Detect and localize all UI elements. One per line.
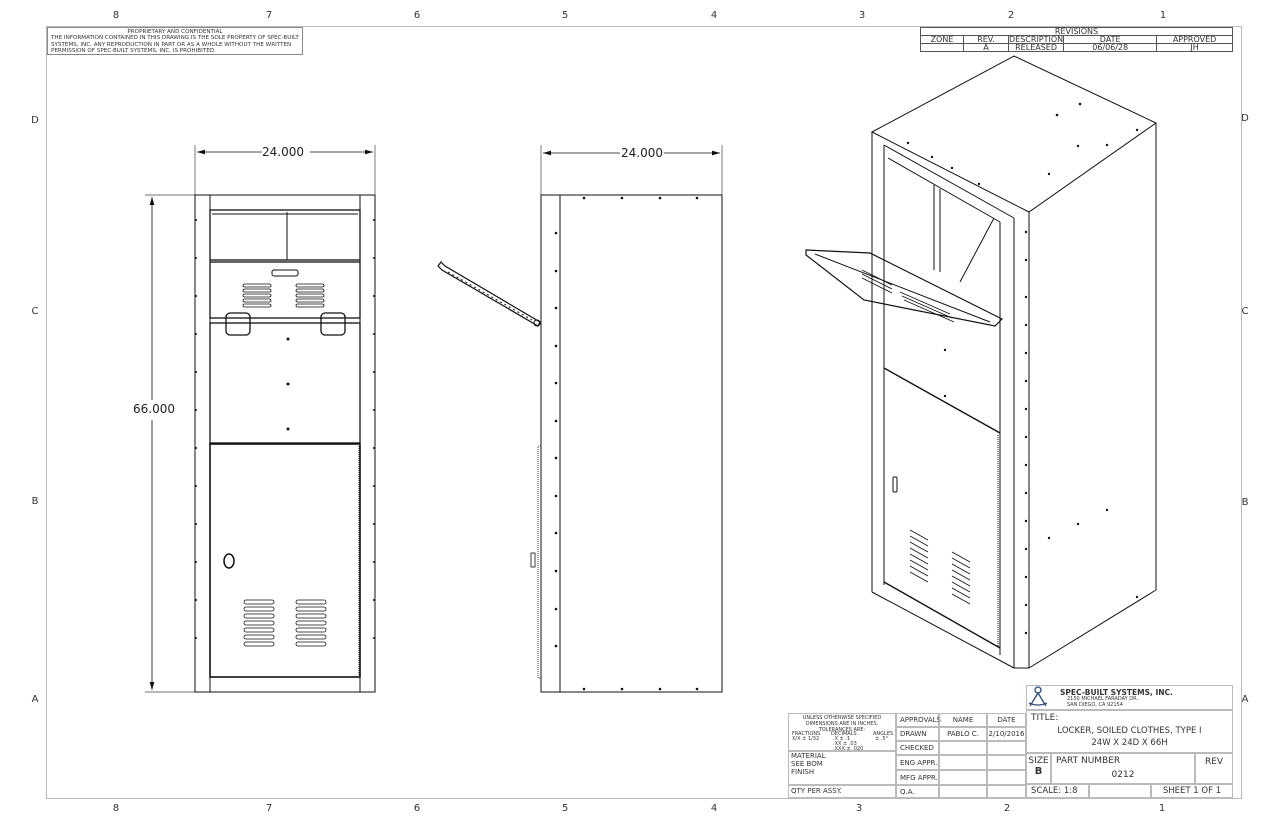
- approval-role-checked: CHECKED: [896, 741, 939, 755]
- zone-bottom-2: 2: [1003, 803, 1011, 814]
- drawing-title-line-1: LOCKER, SOILED CLOTHES, TYPE I: [1057, 726, 1202, 736]
- approval-date-qa: [987, 785, 1026, 798]
- front-view: [145, 145, 376, 693]
- zone-top-2: 2: [1007, 10, 1015, 21]
- isometric-louvers: [861, 269, 971, 605]
- approval-role-qa: Q.A.: [896, 785, 939, 798]
- dim-front-width: 24.000: [262, 145, 304, 159]
- company-address-2: SAN DIEGO, CA 92154: [1067, 702, 1123, 708]
- approval-name-checked: [939, 741, 987, 755]
- rev-box: REV: [1195, 753, 1233, 784]
- zone-top-5: 5: [561, 10, 569, 21]
- proprietary-notice: PROPRIETARY AND CONFIDENTIAL THE INFORMA…: [47, 27, 303, 55]
- material-value: SEE BOM: [791, 760, 823, 768]
- material-label: MATERIAL: [791, 752, 826, 760]
- decimals-label: DECIMALS: [831, 731, 857, 737]
- angles-value: ± .5°: [875, 736, 889, 742]
- zone-top-6: 6: [413, 10, 421, 21]
- approval-name-qa: [939, 785, 987, 798]
- zone-bottom-4: 4: [710, 803, 718, 814]
- title-box: TITLE: LOCKER, SOILED CLOTHES, TYPE I 24…: [1026, 710, 1233, 753]
- decimals-xxx: .XXX ± .020: [833, 746, 864, 752]
- rev-date: 06/06/28: [1063, 43, 1158, 52]
- drawing-border: [46, 26, 1242, 799]
- zone-right-A: A: [1241, 694, 1249, 705]
- approval-date-mfg: [987, 770, 1026, 785]
- part-number-box: PART NUMBER 0212: [1051, 753, 1195, 784]
- title-block: UNLESS OTHERWISE SPECIFIED DIMENSIONS AR…: [788, 685, 1233, 798]
- side-view: [437, 145, 723, 693]
- revisions-table: REVISIONS ZONE REV. DESCRIPTION DATE APP…: [920, 27, 1233, 52]
- approval-date-checked: [987, 741, 1026, 755]
- approvals-header: APPROVALS: [896, 713, 941, 727]
- fractions-label: FRACTIONS: [792, 731, 821, 737]
- part-number-value: 0212: [1111, 770, 1135, 780]
- isometric-rivets: [906, 102, 1139, 635]
- qty-label: QTY PER ASSY.: [788, 785, 896, 798]
- angles-label: ANGLES: [873, 731, 894, 737]
- proprietary-title: PROPRIETARY AND CONFIDENTIAL: [127, 29, 223, 35]
- scale-value: SCALE: 1:8: [1026, 784, 1089, 798]
- rev-label: REV: [1204, 757, 1224, 767]
- material-block: MATERIAL SEE BOM FINISH: [788, 751, 896, 785]
- tolerance-block: UNLESS OTHERWISE SPECIFIED DIMENSIONS AR…: [788, 713, 896, 752]
- company-address-1: 2150 MICHAEL FARADAY DR.: [1067, 696, 1139, 702]
- decimals-xx: .XX ± .03: [833, 741, 857, 747]
- date-header: DATE: [987, 713, 1026, 727]
- zone-top-3: 3: [858, 10, 866, 21]
- zone-top-8: 8: [112, 10, 120, 21]
- name-header: NAME: [939, 713, 987, 727]
- sheet-value: SHEET 1 OF 1: [1151, 784, 1233, 798]
- approval-name-drawn: PABLO C.: [939, 727, 987, 741]
- approval-role-mfg: MFG APPR.: [896, 770, 939, 785]
- rev-approved: JH: [1156, 43, 1233, 52]
- rev-description: RELEASED: [1007, 43, 1065, 52]
- company-name: SPEC-BUILT SYSTEMS, INC.: [1060, 688, 1173, 697]
- part-number-label: PART NUMBER: [1056, 756, 1121, 766]
- front-view-rivets: [195, 219, 375, 639]
- isometric-view: [805, 55, 1157, 669]
- approval-role-drawn: DRAWN: [896, 727, 939, 741]
- company-logo-icon: [1028, 686, 1048, 707]
- revision-row: A RELEASED 06/06/28 JH: [920, 43, 1233, 52]
- zone-bottom-5: 5: [561, 803, 569, 814]
- drawing-title-line-2: 24W X 24D X 66H: [1091, 738, 1168, 748]
- approval-name-mfg: [939, 770, 987, 785]
- dim-side-depth: 24.000: [621, 146, 663, 160]
- size-value: B: [1034, 766, 1043, 777]
- zone-left-B: B: [31, 496, 39, 507]
- zone-bottom-3: 3: [855, 803, 863, 814]
- approval-name-eng: [939, 755, 987, 770]
- proprietary-line-1: THE INFORMATION CONTAINED IN THIS DRAWIN…: [51, 35, 299, 42]
- approval-role-eng: ENG APPR.: [896, 755, 939, 770]
- size-label: SIZE: [1028, 756, 1049, 766]
- decimals-x: .X ± .1: [833, 736, 851, 742]
- proprietary-line-2: SYSTEMS, INC. ANY REPRODUCTION IN PART O…: [51, 41, 292, 48]
- finish-label: FINISH: [791, 768, 815, 776]
- side-view-rivets: [554, 196, 699, 691]
- approval-date-drawn: 2/10/2016: [987, 727, 1026, 741]
- dim-height: 66.000: [133, 402, 175, 416]
- company-block: SPEC-BUILT SYSTEMS, INC. 2150 MICHAEL FA…: [1026, 685, 1233, 710]
- zone-bottom-7: 7: [265, 803, 273, 814]
- title-label: TITLE:: [1031, 713, 1059, 723]
- zone-bottom-8: 8: [112, 803, 120, 814]
- zone-right-C: C: [1241, 306, 1249, 317]
- zone-bottom-6: 6: [413, 803, 421, 814]
- tolerances-header: UNLESS OTHERWISE SPECIFIED DIMENSIONS AR…: [802, 715, 882, 733]
- weight-box: [1089, 784, 1151, 798]
- zone-top-4: 4: [710, 10, 718, 21]
- approval-date-eng: [987, 755, 1026, 770]
- zone-right-B: B: [1241, 497, 1249, 508]
- zone-left-A: A: [31, 694, 39, 705]
- fractions-value: X/X ± 1/32: [792, 736, 820, 742]
- zone-top-7: 7: [265, 10, 273, 21]
- size-box: SIZE B: [1026, 753, 1051, 784]
- zone-left-C: C: [31, 306, 39, 317]
- zone-top-1: 1: [1159, 10, 1167, 21]
- zone-right-D: D: [1241, 113, 1249, 124]
- zone-left-D: D: [31, 115, 39, 126]
- zone-bottom-1: 1: [1158, 803, 1166, 814]
- proprietary-line-3: PERMISSION OF SPEC-BUILT SYSTEMS, INC. I…: [51, 47, 216, 54]
